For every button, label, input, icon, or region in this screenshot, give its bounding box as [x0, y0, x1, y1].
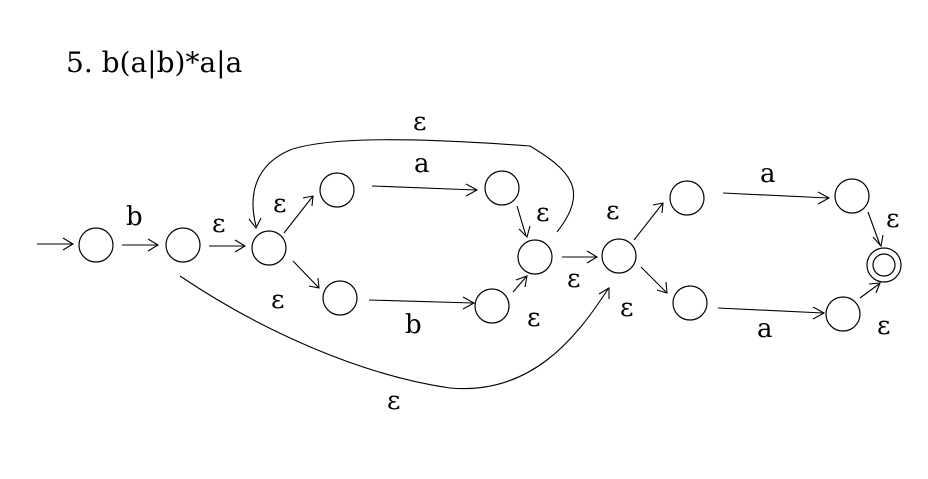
- label-b-bottom: b: [405, 310, 422, 340]
- edge-eps-lower-final: [859, 283, 880, 299]
- state-b-branch-end: [474, 288, 510, 324]
- state-lower-a-end: [825, 296, 861, 332]
- label-eps-3-a: ε: [273, 189, 286, 219]
- state-start: [78, 227, 114, 263]
- label-eps-next-b: ε: [620, 293, 633, 323]
- state-upper-a-start: [669, 180, 705, 216]
- label-eps-loop: ε: [413, 107, 426, 137]
- edge-eps-3-a: [283, 195, 314, 234]
- state-b-branch-start: [322, 280, 358, 316]
- label-eps-2-3: ε: [212, 209, 225, 239]
- states: [78, 170, 902, 332]
- edge-eps-b-join: [512, 276, 527, 293]
- label-b-start: b: [126, 202, 143, 232]
- edge-eps-next-a: [633, 202, 664, 241]
- label-a-lower: a: [757, 314, 773, 344]
- state-a-branch-start: [319, 172, 355, 208]
- expression-title: 5. b(a|b)*a|a: [66, 46, 242, 79]
- label-eps-join-next: ε: [567, 264, 580, 294]
- edge-eps-next-b: [640, 266, 667, 293]
- label-a-top: a: [414, 149, 430, 179]
- state-after-b: [165, 227, 201, 263]
- edge-labels: b ε ε ε a b ε ε ε ε ε ε ε a a ε ε: [126, 107, 899, 416]
- edges: [37, 139, 884, 390]
- edge-a-lower: [717, 307, 824, 314]
- label-a-upper: a: [760, 159, 776, 189]
- state-upper-a-end: [834, 178, 870, 214]
- edge-eps-bypass: [179, 275, 609, 390]
- state-lower-a-start: [672, 285, 708, 321]
- label-eps-upper-final: ε: [886, 204, 899, 234]
- state-final-inner: [872, 253, 896, 277]
- edge-eps-upper-final: [867, 211, 881, 246]
- label-eps-next-a: ε: [606, 196, 619, 226]
- edge-b-bottom: [368, 299, 474, 304]
- state-loop-join: [517, 239, 553, 275]
- state-loop-entry: [251, 230, 287, 266]
- edge-a-upper: [722, 192, 829, 199]
- edge-eps-loop: [252, 139, 575, 233]
- label-eps-bypass: ε: [387, 386, 400, 416]
- start-arrowhead: [62, 237, 75, 251]
- edge-eps-3-b: [292, 260, 320, 289]
- edge-a-top: [371, 185, 477, 191]
- label-eps-b-join: ε: [527, 303, 540, 333]
- state-union-entry: [601, 238, 637, 274]
- label-eps-3-b: ε: [271, 285, 284, 315]
- state-a-branch-end: [484, 170, 520, 206]
- edge-eps-a-join: [516, 205, 527, 237]
- label-eps-a-join: ε: [536, 198, 549, 228]
- label-eps-lower-final: ε: [877, 311, 890, 341]
